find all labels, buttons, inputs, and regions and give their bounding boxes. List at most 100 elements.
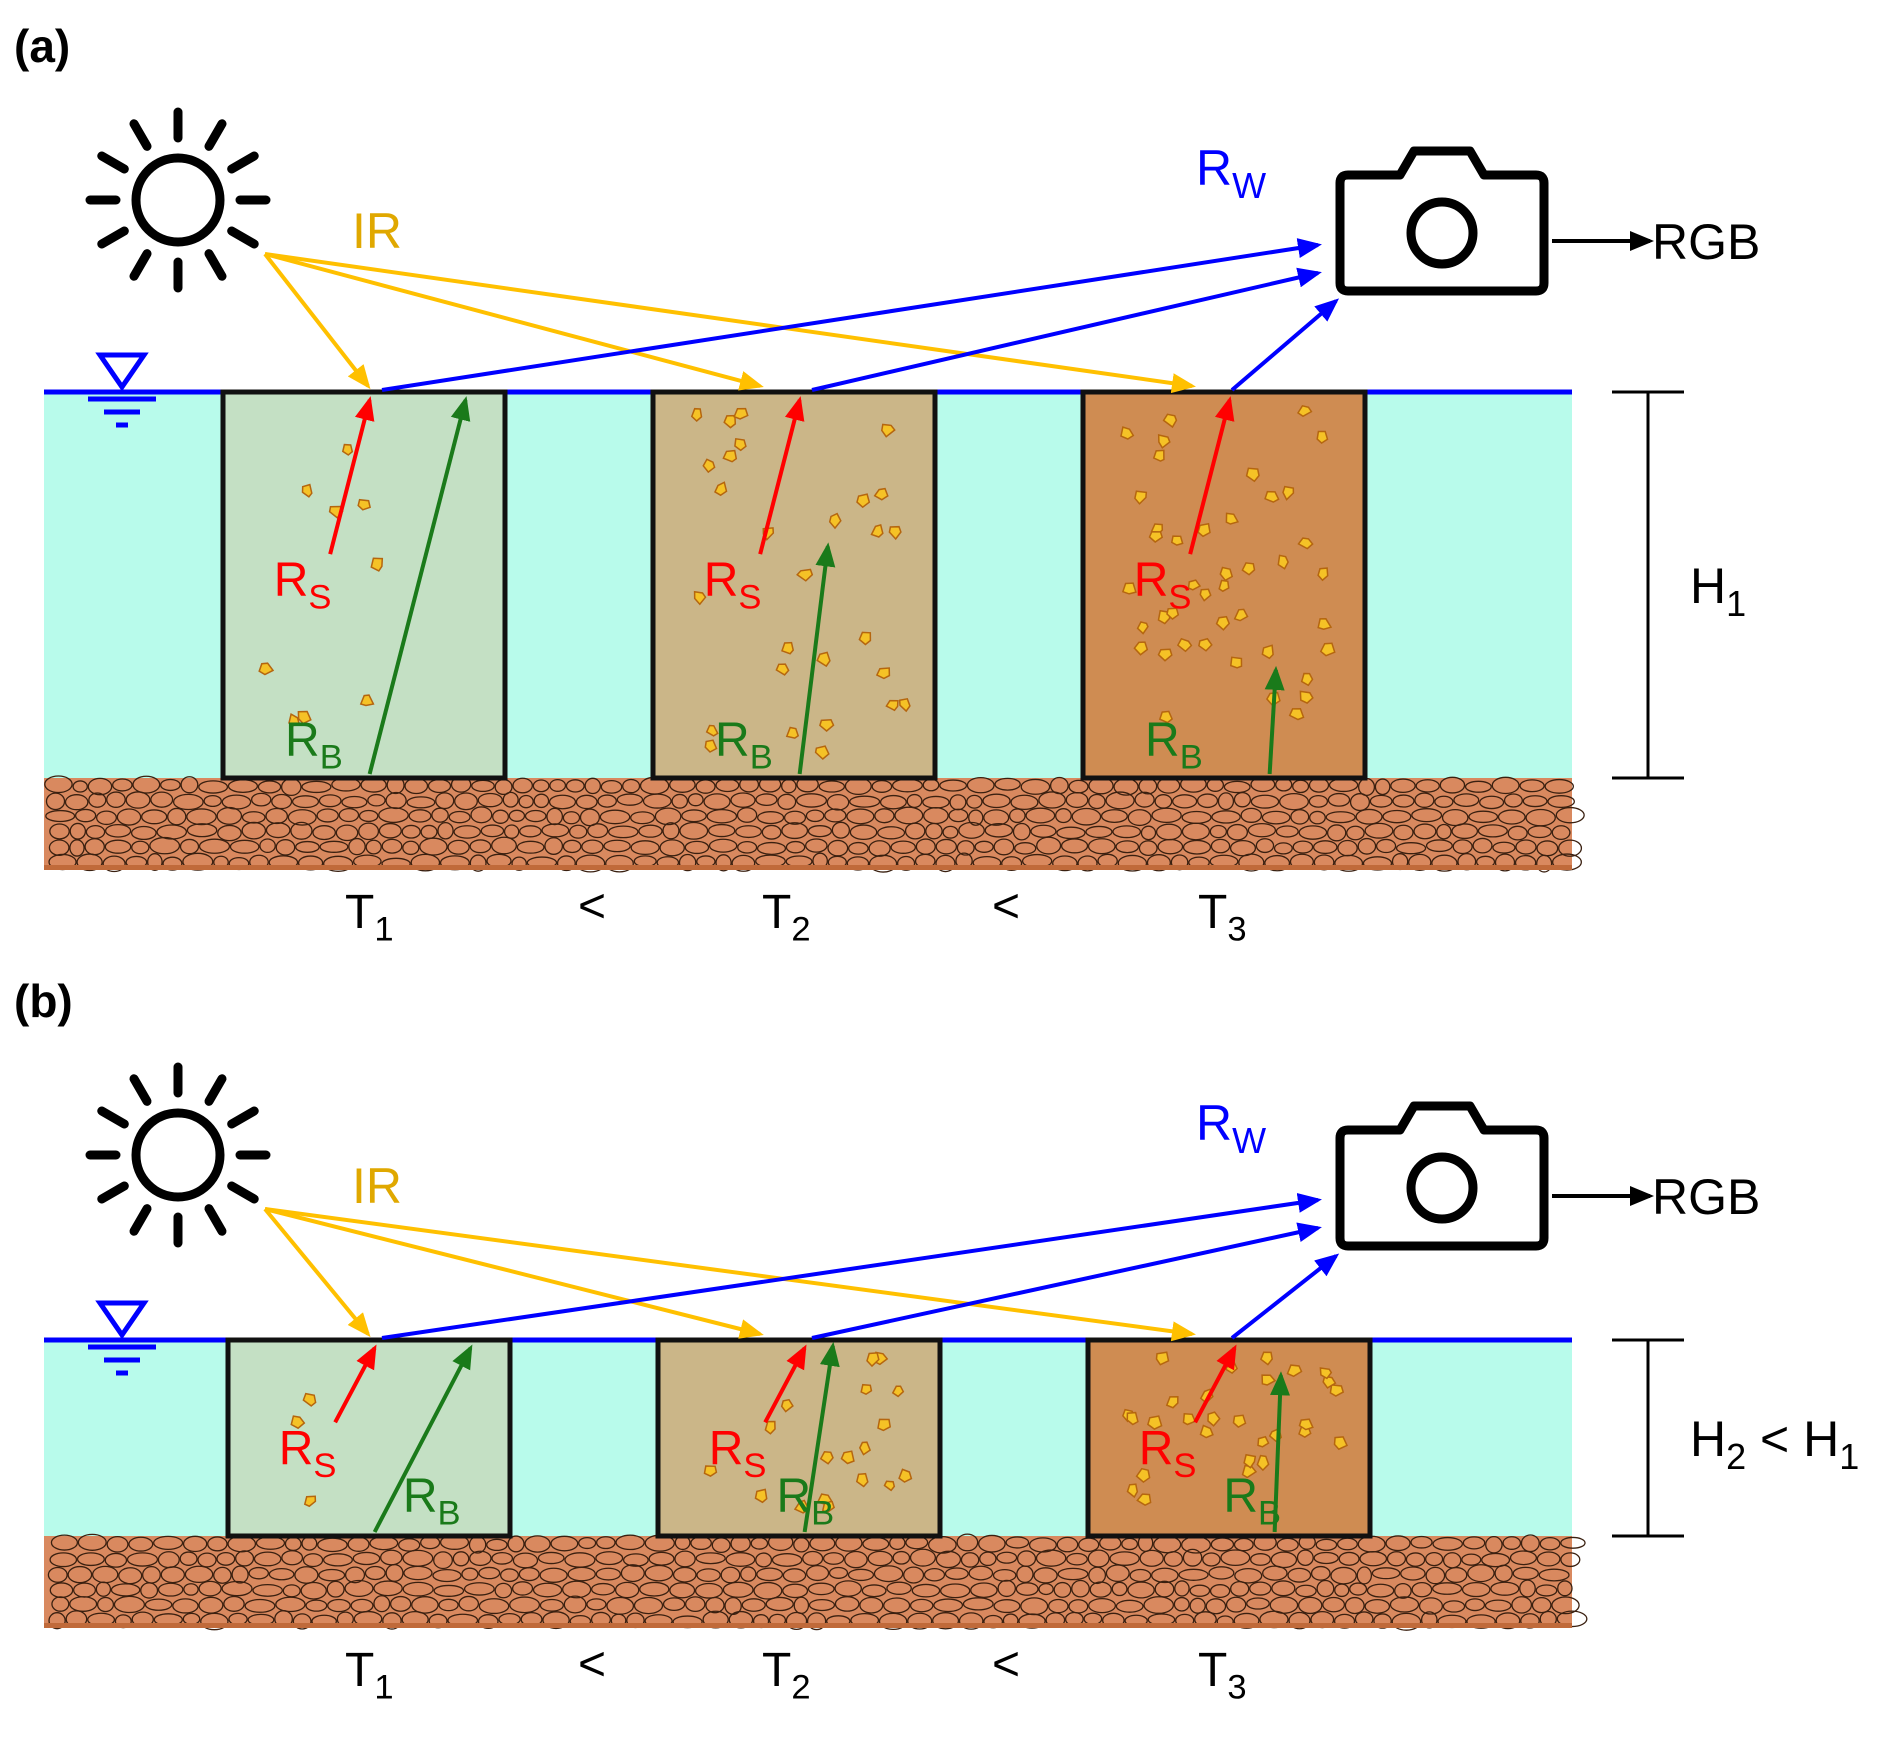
- pebble: [402, 1581, 434, 1597]
- pebble: [45, 792, 66, 811]
- sediment-grain: [891, 1385, 905, 1398]
- pebble: [1522, 795, 1548, 808]
- pebble: [1425, 1566, 1446, 1585]
- less-than-sign: <: [578, 880, 606, 933]
- pebble: [1515, 839, 1537, 855]
- pebble: [1038, 791, 1066, 809]
- pebble: [1250, 1553, 1271, 1566]
- sediment-grain: [301, 483, 313, 498]
- rb-label: RB: [776, 1470, 834, 1532]
- pebble: [106, 791, 126, 808]
- ir-arrow: [263, 252, 371, 390]
- pebble: [1536, 854, 1553, 873]
- pebble: [562, 839, 582, 854]
- pebble: [822, 1552, 845, 1565]
- pebble: [595, 1551, 624, 1566]
- pebble: [685, 1596, 706, 1613]
- sediment-grain: [1148, 530, 1164, 543]
- pebble: [1439, 776, 1466, 794]
- pebble: [1208, 1566, 1235, 1580]
- sediment-grain: [1162, 413, 1178, 429]
- pebble: [785, 840, 806, 854]
- pebble: [1151, 807, 1182, 824]
- sediment-grain: [1316, 430, 1329, 445]
- pebble: [878, 1612, 908, 1631]
- sediment-grain: [785, 726, 800, 739]
- pebble: [984, 823, 1014, 838]
- pebble: [684, 840, 710, 855]
- pebble: [147, 853, 163, 871]
- water-level-triangle: [95, 352, 149, 392]
- pebble: [198, 838, 231, 854]
- pebble: [49, 1552, 78, 1568]
- pebble: [419, 837, 448, 856]
- pebble: [1240, 807, 1263, 823]
- pebble: [633, 1596, 664, 1615]
- pebble: [859, 1596, 884, 1614]
- pebble: [533, 793, 550, 809]
- pebble: [186, 808, 217, 826]
- pebble: [1411, 1581, 1433, 1598]
- sediment-grain: [858, 631, 872, 646]
- sediment-grain: [1218, 579, 1230, 593]
- pebble: [741, 1598, 766, 1612]
- sediment-grain: [1243, 1453, 1257, 1469]
- pebble: [659, 839, 685, 857]
- sediment-grain: [1147, 1415, 1163, 1430]
- pebble: [597, 794, 617, 808]
- pebble: [179, 838, 200, 855]
- pebble: [1250, 794, 1280, 809]
- pebble: [1115, 840, 1140, 854]
- pebble: [341, 795, 368, 809]
- pebble: [805, 809, 825, 823]
- rw-arrow: [1230, 1253, 1340, 1340]
- sediment-grain: [1241, 1464, 1258, 1479]
- pebble: [1270, 1551, 1298, 1569]
- pebble: [630, 811, 656, 825]
- pebble: [1109, 1551, 1140, 1566]
- pebble: [755, 1552, 773, 1568]
- sediment-grain: [816, 651, 831, 668]
- pebble: [539, 1598, 564, 1612]
- pebble: [216, 806, 243, 825]
- ir-arrow: [263, 1207, 371, 1338]
- sediment-grain: [733, 407, 749, 420]
- pebble: [761, 824, 782, 840]
- sun-ray: [227, 1181, 259, 1204]
- sun-ray: [227, 151, 259, 174]
- pebble: [614, 1581, 640, 1599]
- pebble: [160, 1566, 186, 1584]
- pebble: [595, 1536, 616, 1550]
- pebble: [1313, 1551, 1339, 1565]
- pebble: [1105, 1564, 1130, 1583]
- pebble: [1502, 1536, 1522, 1550]
- sediment-grain: [754, 1488, 768, 1504]
- rw-arrow: [1230, 298, 1340, 392]
- pebble: [112, 778, 133, 792]
- pebble: [933, 1598, 964, 1613]
- sediment-grain: [819, 1451, 834, 1465]
- rs-arrow: [1188, 396, 1235, 555]
- pebble: [1308, 794, 1329, 808]
- pebble: [587, 823, 609, 839]
- depth-bracket: [1612, 390, 1684, 780]
- pebble: [805, 838, 828, 853]
- pebble: [448, 810, 471, 824]
- pebble: [546, 807, 564, 826]
- pebble: [1247, 822, 1277, 838]
- pebble: [365, 839, 382, 855]
- pebble: [524, 1535, 551, 1553]
- pebble: [389, 1595, 412, 1612]
- pebble: [508, 809, 526, 822]
- pebble: [1481, 1552, 1511, 1568]
- pebble: [894, 806, 924, 825]
- pebble: [141, 809, 168, 825]
- sediment-grain: [1199, 588, 1212, 602]
- sediment-grain: [1300, 672, 1314, 687]
- pebble: [1536, 1551, 1561, 1567]
- pebble: [970, 1582, 998, 1599]
- pebble: [1385, 1535, 1411, 1552]
- sediment-grain: [1155, 1351, 1170, 1366]
- pebble: [1453, 793, 1480, 807]
